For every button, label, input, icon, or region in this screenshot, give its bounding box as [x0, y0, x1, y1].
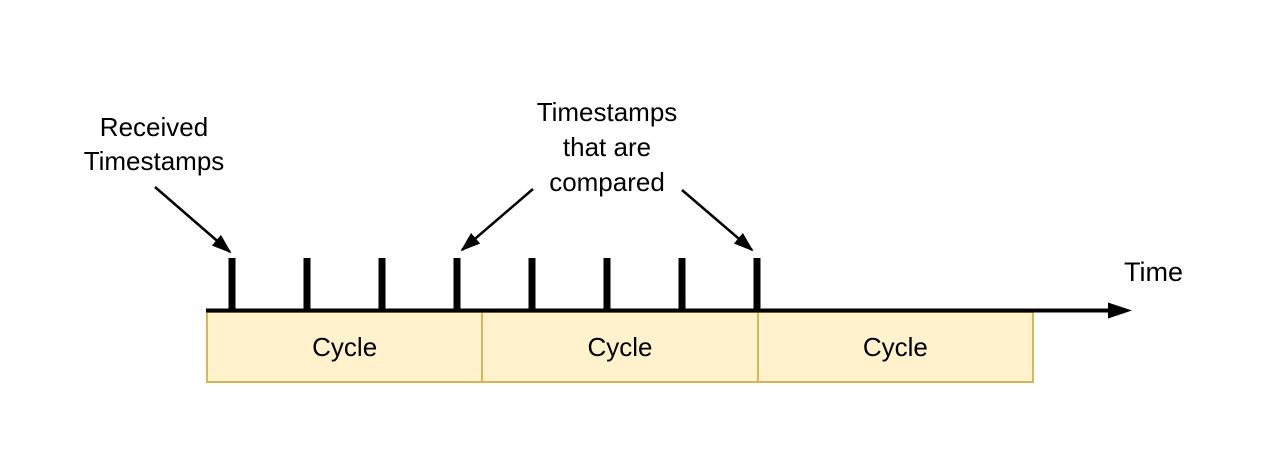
- cycle-box: Cycle: [756, 311, 1034, 383]
- compared-timestamps-label: Timestamps that are compared: [536, 97, 678, 197]
- cycle-label: Cycle: [862, 331, 928, 362]
- timestamp-tick: [303, 258, 311, 311]
- received-arrow: [154, 186, 232, 254]
- cycle-row: Cycle Cycle Cycle: [206, 311, 1034, 383]
- timestamp-tick: [228, 258, 236, 311]
- cycle-box: Cycle: [481, 311, 759, 383]
- timestamp-tick: [453, 258, 461, 311]
- received-timestamps-label: Received Timestamps: [83, 112, 225, 176]
- timestamp-ticks: [228, 258, 761, 311]
- timestamp-tick: [678, 258, 686, 311]
- cycle-label: Cycle: [312, 331, 378, 362]
- timestamp-tick: [753, 258, 761, 311]
- time-axis-label: Time: [1124, 257, 1183, 287]
- timestamp-tick: [603, 258, 611, 311]
- cycle-box: Cycle: [206, 311, 484, 383]
- timestamp-tick: [528, 258, 536, 311]
- timestamp-tick: [378, 258, 386, 311]
- cycle-label: Cycle: [587, 331, 653, 362]
